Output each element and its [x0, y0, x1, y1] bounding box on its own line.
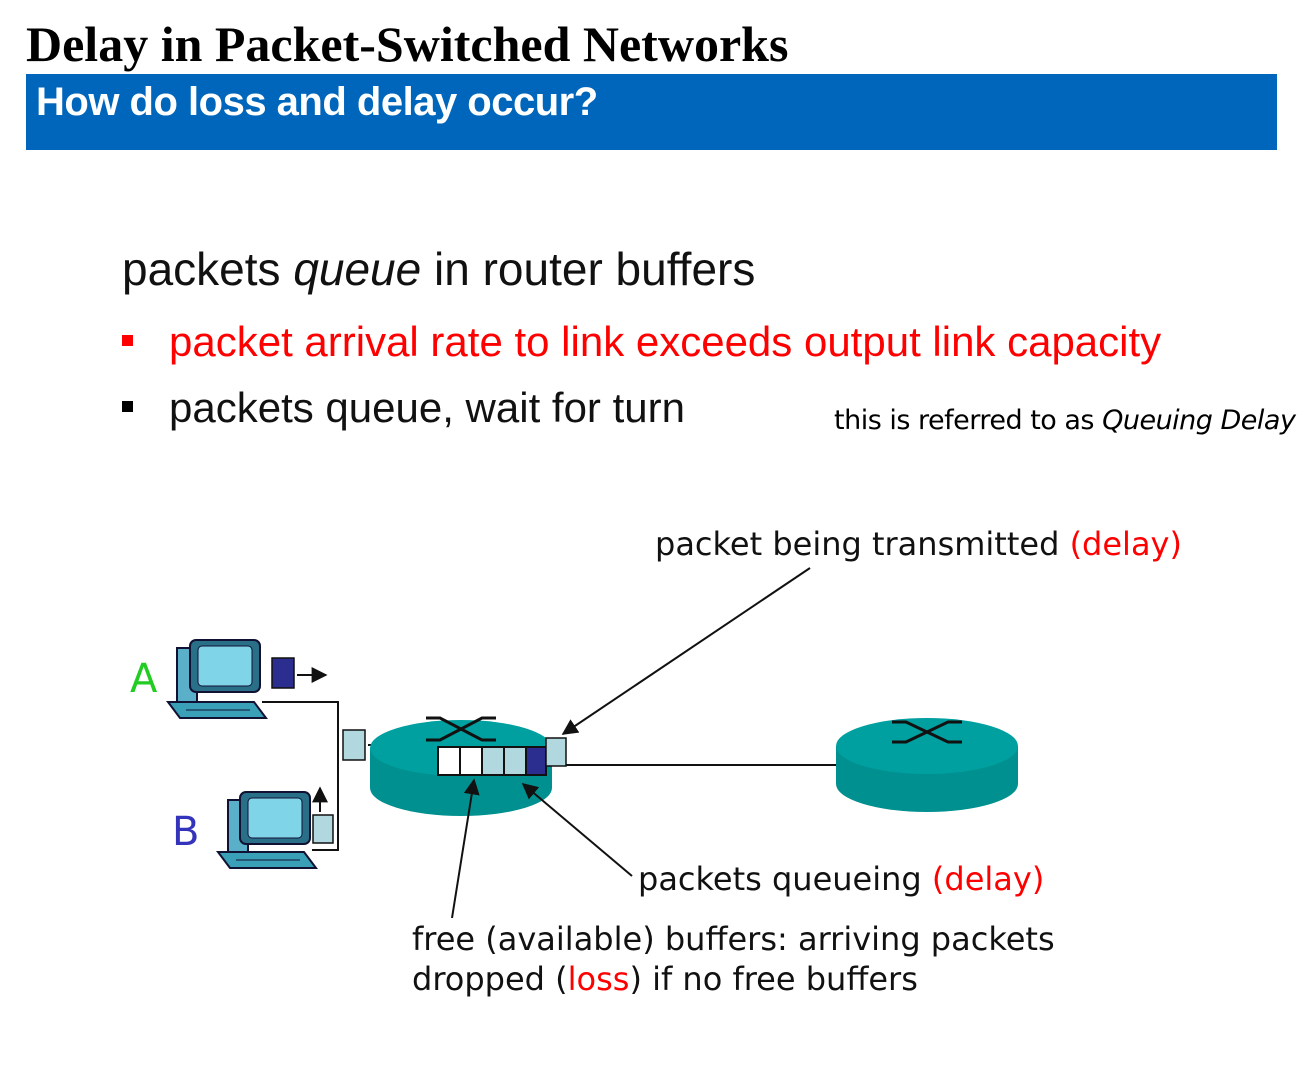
banner-text: How do loss and delay occur? — [36, 80, 598, 124]
bullet-square-icon — [122, 401, 133, 413]
host-a-label: A — [130, 656, 158, 702]
label-free-buffers-line2: dropped (loss) if no free buffers — [412, 960, 918, 998]
bullet-text: packets queue, wait for turn — [169, 384, 685, 431]
router-2-icon — [836, 718, 1018, 812]
bullet-text: packet arrival rate to link exceeds outp… — [169, 318, 1162, 365]
packet-light-icon — [312, 814, 334, 844]
host-a-computer-icon — [166, 639, 268, 719]
note-emphasis: Queuing Delay — [1102, 405, 1296, 436]
heading-before: packets — [122, 243, 294, 295]
access-links — [262, 701, 339, 851]
host-b-computer-icon — [216, 791, 318, 869]
heading-emphasis: queue — [293, 243, 422, 295]
transmitting-packet-icon — [545, 737, 567, 767]
label-packet-transmitted: packet being transmitted (delay) — [655, 525, 1182, 563]
bullet-item-arrival-rate: packet arrival rate to link exceeds outp… — [122, 318, 1161, 366]
heading-after: in router buffers — [421, 243, 756, 295]
bullet-square-icon — [122, 335, 133, 347]
page-title: Delay in Packet-Switched Networks — [26, 16, 789, 72]
router-buffer-queue — [437, 746, 547, 776]
label-packets-queueing: packets queueing (delay) — [638, 860, 1044, 898]
bullet-item-queue-wait: packets queue, wait for turn — [122, 384, 685, 432]
section-heading: packets queue in router buffers — [122, 242, 755, 296]
label-free-buffers-line1: free (available) buffers: arriving packe… — [412, 920, 1055, 958]
subtitle-banner: How do loss and delay occur? — [26, 74, 1277, 150]
packet-dark-icon — [271, 657, 295, 689]
arriving-packet-icon — [342, 729, 366, 761]
note-prefix: this is referred to as — [834, 405, 1103, 436]
queuing-delay-note: this is referred to as Queuing Delay — [834, 405, 1296, 436]
host-b-label: B — [172, 809, 199, 855]
